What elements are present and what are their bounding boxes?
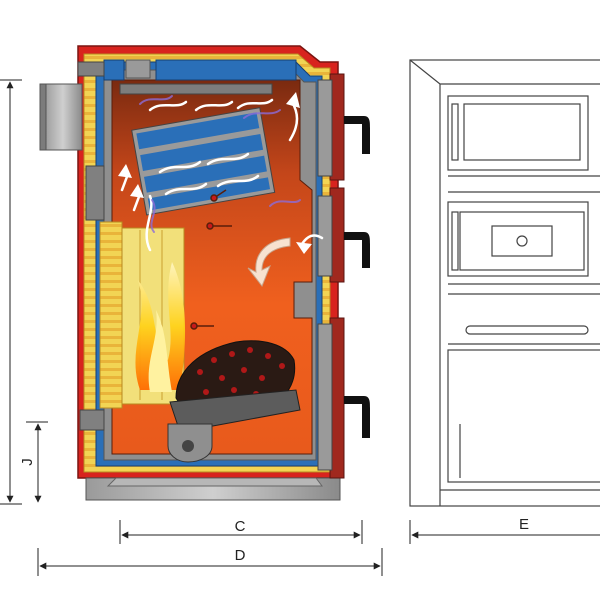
grate (169, 389, 301, 433)
updraft-arrow-icon (286, 92, 300, 108)
air-slot (465, 325, 589, 335)
flue-pipe (43, 83, 83, 151)
handle-middle-icon (344, 232, 370, 268)
door-handles (344, 116, 370, 438)
flames (135, 262, 186, 392)
dimension-label-e: E (519, 516, 529, 533)
dimension-lines (0, 79, 600, 576)
dimension-label-c: C (235, 518, 246, 535)
handle-upper-icon (344, 116, 370, 154)
inspection-port-icon (516, 235, 528, 247)
dimension-label-d: D (235, 547, 246, 564)
front-middle-door (447, 201, 589, 277)
front-body (409, 59, 600, 507)
ash-drawer (167, 423, 213, 463)
front-lower-door (447, 349, 600, 483)
front-top-door (447, 95, 589, 171)
sensor-pins (190, 189, 232, 330)
handle-lower-icon (344, 396, 370, 438)
top-baffles (103, 59, 297, 95)
dimension-label-j: J (19, 458, 36, 466)
downdraft-arrow-icon (247, 237, 291, 287)
front-doors (317, 73, 345, 479)
flow-arrows (120, 98, 324, 252)
heat-exchanger (131, 107, 276, 216)
boiler-front-view (409, 59, 600, 507)
boiler-cutaway (39, 45, 370, 501)
